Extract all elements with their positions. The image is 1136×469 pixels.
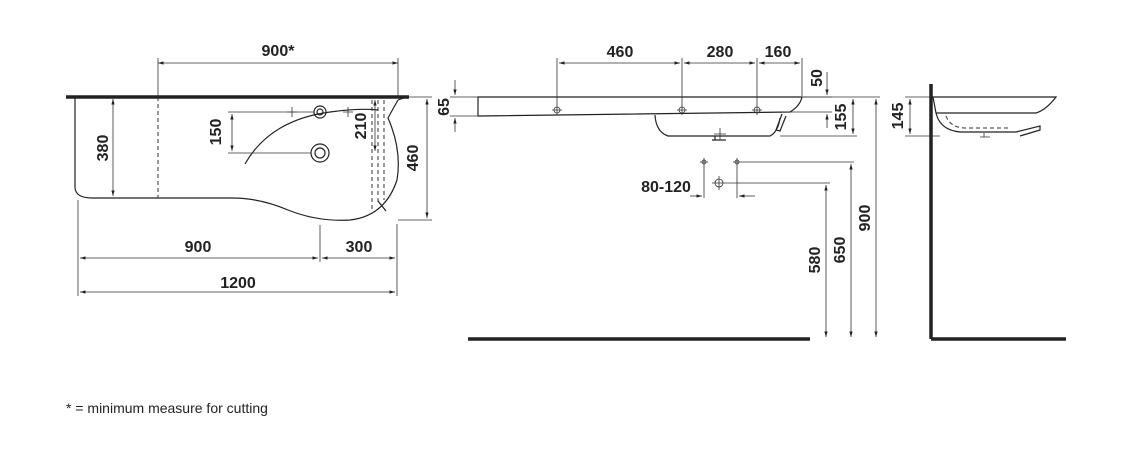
dim-cut-width: 900* xyxy=(262,43,296,60)
wall-hole-right-icon xyxy=(733,158,741,166)
bowl-curve xyxy=(244,108,379,165)
dim-h650: 650 xyxy=(832,237,849,264)
dim-left-part: 900 xyxy=(185,239,212,256)
basin-outline xyxy=(74,97,399,221)
slab-outline xyxy=(477,96,803,117)
back-corner xyxy=(397,96,410,101)
dim-total-width: 1200 xyxy=(220,275,256,292)
end-profile xyxy=(932,96,1058,114)
overflow-piece xyxy=(775,113,787,132)
waste-outlet-icon xyxy=(712,176,726,190)
dim-bowl-depth: 155 xyxy=(833,104,850,131)
top-view: 900* 380 150 210 460 900 300 1200 xyxy=(66,43,432,296)
dim-tap-to-edge: 210 xyxy=(353,113,370,140)
dim-h900: 900 xyxy=(857,205,874,232)
bowl-profile xyxy=(654,114,781,137)
end-drain xyxy=(980,133,990,138)
dim-thickness: 65 xyxy=(436,98,453,116)
dim-side-a: 460 xyxy=(607,44,634,61)
dim-tap-offset: 150 xyxy=(208,119,225,146)
end-bowl xyxy=(935,112,1041,137)
dim-right-part: 300 xyxy=(346,239,373,256)
waste-center-icon xyxy=(714,128,726,140)
dim-total-depth: 460 xyxy=(405,145,422,172)
dim-h580: 580 xyxy=(807,247,824,274)
overflow-tip xyxy=(377,200,387,212)
tap-hole-inner xyxy=(316,108,324,116)
tap-hole-icon xyxy=(313,105,327,119)
drain-inner xyxy=(314,147,326,159)
dim-side-c: 160 xyxy=(765,44,792,61)
dim-side-b: 280 xyxy=(707,44,734,61)
mount-hole-1-icon xyxy=(552,105,562,115)
overflow-frame xyxy=(371,100,385,210)
mount-hole-2-icon xyxy=(677,105,687,115)
end-view: 145 xyxy=(890,84,1066,341)
dim-drain-range: 80-120 xyxy=(641,179,691,196)
dim-depth: 380 xyxy=(95,135,112,162)
mount-hole-3-icon xyxy=(752,105,762,115)
footnote: * = minimum measure for cutting xyxy=(66,400,268,416)
dim-end-height: 145 xyxy=(890,103,907,130)
dim-top-offset: 50 xyxy=(809,69,826,87)
side-view: 460 280 160 65 50 155 80-120 580 650 xyxy=(436,44,880,341)
wall-hole-left-icon xyxy=(700,158,708,166)
tap-cross-right-icon xyxy=(343,107,353,117)
end-bowl-hidden xyxy=(945,115,1010,129)
drain-icon xyxy=(310,143,330,163)
